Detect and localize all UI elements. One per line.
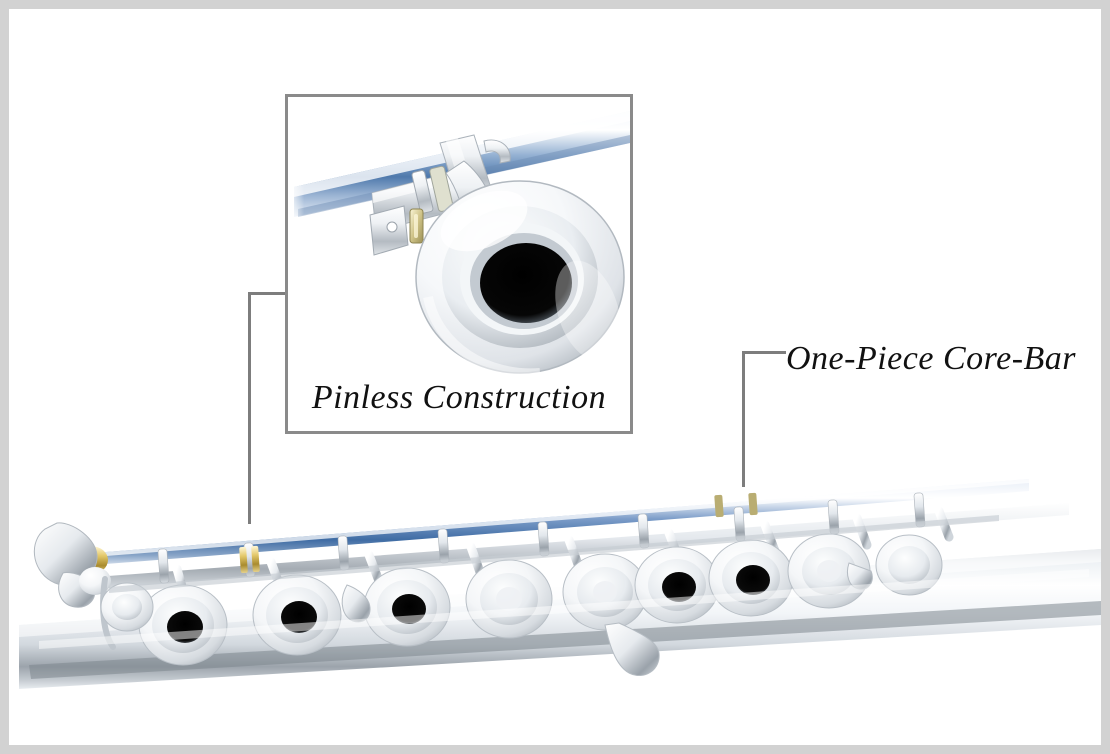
illustration-canvas: One-Piece Core-Bar xyxy=(9,9,1101,745)
annotation-label-one-piece-core-bar: One-Piece Core-Bar xyxy=(786,340,1077,377)
leader-line-core-bar-vertical xyxy=(742,351,745,487)
leader-line-core-bar-horizontal xyxy=(742,351,786,354)
flute-illustration xyxy=(19,479,1101,689)
pinless-mechanism-closeup xyxy=(294,111,630,379)
pinless-construction-callout: Pinless Construction xyxy=(285,94,633,434)
leader-line-pinless-horizontal xyxy=(248,292,288,295)
leader-line-pinless-vertical xyxy=(248,292,251,524)
callout-caption-pinless-construction: Pinless Construction xyxy=(311,379,607,416)
